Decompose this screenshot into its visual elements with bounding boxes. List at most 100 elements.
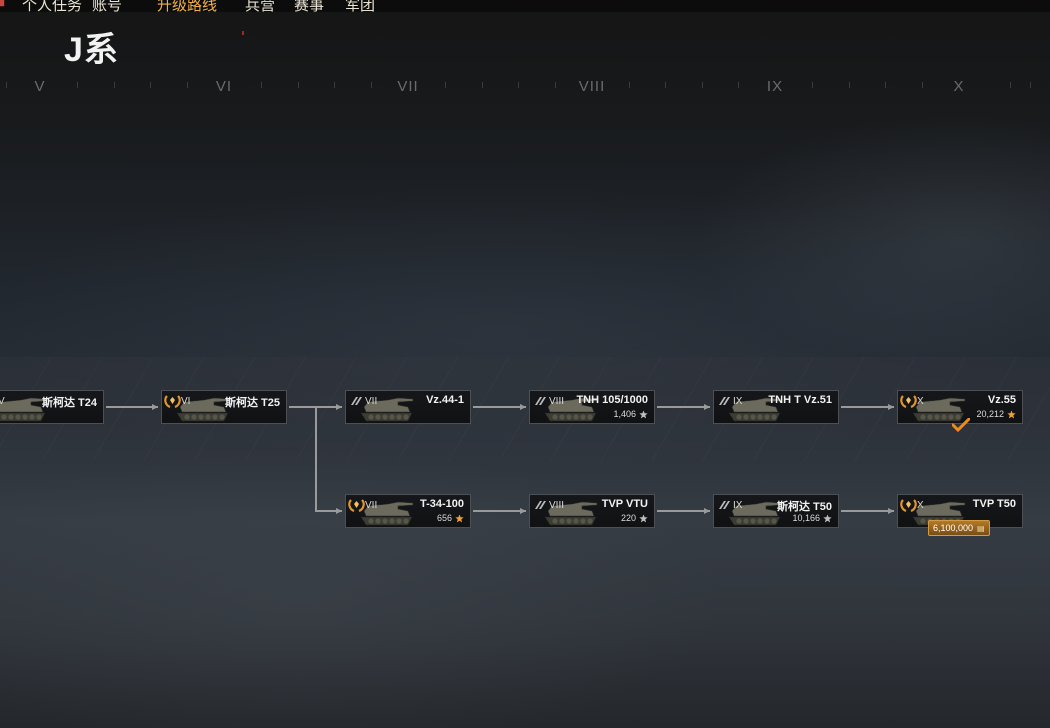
tier-tick — [76, 82, 78, 88]
tier-tick — [555, 82, 557, 88]
tank-tier-label: X — [917, 396, 924, 407]
tier-tick — [481, 82, 483, 88]
tank-card-tnh-105-1000[interactable]: VIII TNH 105/1000 1,406 — [529, 390, 655, 424]
tank-card-vz55[interactable]: X Vz.55 20,212 — [897, 390, 1023, 424]
tank-xp-value: 656 — [436, 513, 452, 523]
laurel-badge-icon — [164, 395, 181, 408]
tier-label: V — [34, 78, 46, 95]
tier-tick — [260, 82, 262, 88]
tank-tier-label: VII — [365, 500, 378, 511]
page-title: J系 — [64, 31, 119, 69]
tank-name: T-34-100 — [419, 498, 464, 510]
star-icon — [639, 513, 648, 522]
tank-xp-value: 220 — [620, 513, 636, 523]
tank-silhouette-icon — [0, 397, 47, 422]
tier-tick — [885, 82, 887, 88]
tank-name: TVP T50 — [972, 498, 1016, 510]
tier-tick — [444, 82, 446, 88]
tank-silhouette-icon — [360, 397, 414, 422]
tier-tick — [811, 82, 813, 88]
tank-xp: 10,166 — [792, 513, 832, 523]
laurel-badge-icon — [900, 499, 917, 512]
tank-name: TNH 105/1000 — [576, 394, 648, 406]
price-value: 6,100,000 — [933, 523, 974, 533]
tank-tier-label: X — [917, 500, 924, 511]
tank-tier-label: VIII — [549, 500, 565, 511]
tank-xp-value: 10,166 — [792, 513, 820, 523]
nav-marker: ■ — [0, 0, 6, 11]
tank-xp: 656 — [437, 513, 464, 523]
tank-silhouette-icon — [360, 501, 414, 526]
nav-item-events[interactable]: 赛事 — [294, 0, 325, 12]
nav-item-account[interactable]: 账号 — [92, 0, 123, 12]
tank-name: 斯柯达 T24 — [41, 397, 97, 409]
nav-item-tech-tree[interactable]: 升级路线 — [157, 0, 218, 12]
tank-name: Vz.44-1 — [426, 394, 464, 406]
laurel-badge-icon — [348, 499, 365, 512]
tier-label: VII — [397, 78, 419, 95]
tank-silhouette-icon — [728, 397, 782, 422]
decorative-mark — [242, 31, 244, 35]
tank-name: 斯柯达 T50 — [776, 501, 832, 513]
tank-silhouette-icon — [544, 501, 598, 526]
nav-item-personal-missions[interactable]: 个人任务 — [22, 0, 83, 12]
tank-name: 斯柯达 T25 — [224, 397, 280, 409]
tank-tier-label: V — [0, 396, 5, 407]
tank-card-skoda-t25[interactable]: VI 斯柯达 T25 — [161, 390, 287, 424]
tank-xp-value: 20,212 — [976, 409, 1004, 419]
tank-name: TVP VTU — [601, 498, 648, 510]
tank-card-tvp-vtu[interactable]: VIII TVP VTU 220 — [529, 494, 655, 528]
chevron-rank-icon — [351, 397, 362, 405]
tank-tier-label: VIII — [549, 396, 565, 407]
tier-tick — [922, 82, 924, 88]
tier-tick — [701, 82, 703, 88]
arrow-t25-t34100 — [315, 407, 342, 514]
tier-tick — [518, 82, 520, 88]
tier-tick — [1010, 82, 1011, 88]
tank-card-t34-100[interactable]: VII T-34-100 656 — [345, 494, 471, 528]
tier-label: VI — [215, 78, 233, 95]
chevron-rank-icon — [535, 397, 546, 405]
chevron-rank-icon — [719, 501, 730, 509]
nav-item-clan[interactable]: 军团 — [345, 0, 376, 12]
tier-tick — [297, 82, 299, 88]
tank-name: TNH T Vz.51 — [768, 394, 832, 406]
tank-silhouette-icon — [544, 397, 598, 422]
tank-card-tnh-t-vz51[interactable]: IX TNH T Vz.51 — [713, 390, 839, 424]
tank-card-skoda-t24[interactable]: V 斯柯达 T24 — [0, 390, 104, 424]
nav-item-barracks[interactable]: 兵营 — [245, 0, 276, 12]
tank-tier-label: VI — [181, 396, 191, 407]
tier-tick — [371, 82, 373, 88]
credits-icon: ▤ — [977, 523, 985, 533]
chevron-rank-icon — [535, 501, 546, 509]
tank-xp: 20,212 — [976, 409, 1016, 419]
top-navigation: ■ 个人任务 账号 升级路线 兵营 赛事 军团 — [0, 0, 1050, 12]
star-icon — [823, 513, 832, 522]
tank-tier-label: VII — [365, 396, 378, 407]
tier-tick — [187, 82, 189, 88]
tier-label: VIII — [578, 78, 606, 95]
chevron-rank-icon — [719, 397, 730, 405]
tank-tier-label: IX — [733, 396, 743, 407]
star-icon — [1007, 409, 1016, 418]
price-tag: 6,100,000 ▤ — [928, 520, 990, 536]
tier-tick — [113, 82, 115, 88]
checkmark-icon — [952, 418, 970, 432]
tank-tier-label: IX — [733, 500, 743, 511]
tier-label: X — [953, 78, 965, 95]
tank-xp-value: 1,406 — [613, 409, 636, 419]
tank-silhouette-icon — [912, 397, 966, 422]
tier-tick — [6, 82, 7, 88]
tank-silhouette-icon — [176, 397, 230, 422]
tier-tick — [1030, 82, 1031, 88]
star-icon — [639, 409, 648, 418]
tier-tick — [665, 82, 667, 88]
tier-label: IX — [766, 78, 784, 95]
tank-card-vz44-1[interactable]: VII Vz.44-1 — [345, 390, 471, 424]
laurel-badge-icon — [900, 395, 917, 408]
star-icon — [455, 513, 464, 522]
tier-tick — [150, 82, 152, 88]
tank-name: Vz.55 — [987, 394, 1016, 406]
tank-xp: 1,406 — [613, 409, 648, 419]
